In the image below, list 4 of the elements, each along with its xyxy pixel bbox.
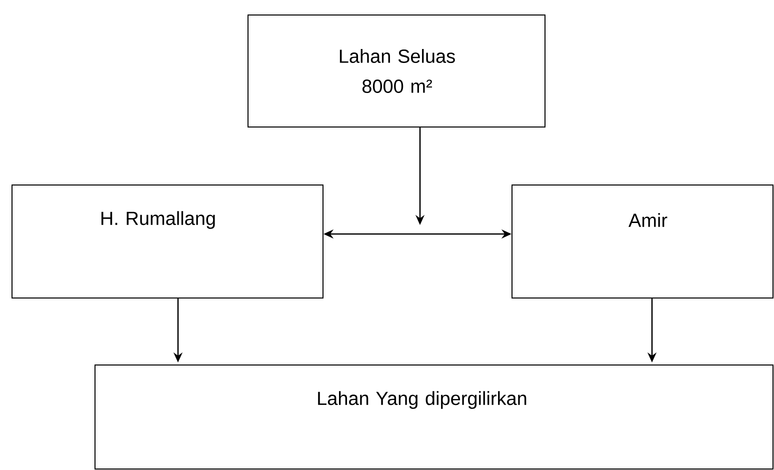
process-box: H. Rumallang	[12, 184, 324, 298]
process-box: Lahan Yang dipergilirkan	[94, 364, 774, 470]
process-box: Lahan Seluas 8000 m²	[248, 14, 546, 128]
process-box: Amir	[512, 184, 774, 298]
